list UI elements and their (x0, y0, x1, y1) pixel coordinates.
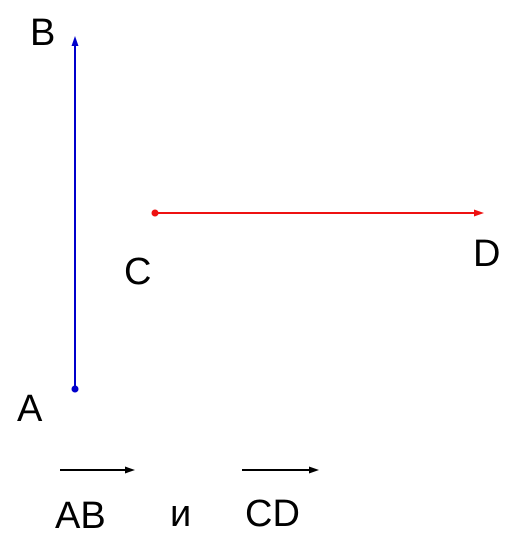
caption: AB и CD (55, 466, 319, 533)
caption-cd-label: CD (245, 493, 300, 533)
caption-vector-cd: CD (242, 466, 319, 533)
point-label-b: B (30, 12, 55, 54)
caption-cd-arrow-icon (309, 466, 319, 474)
point-label-d: D (473, 233, 500, 275)
caption-ab-arrow-icon (125, 466, 135, 474)
caption-conjunction: и (170, 493, 191, 533)
vector-ab (71, 36, 79, 393)
point-c-dot (151, 209, 159, 217)
point-label-c: C (124, 251, 151, 293)
point-label-a: A (17, 388, 43, 430)
vector-cd (151, 209, 484, 217)
caption-ab-label: AB (55, 495, 106, 533)
point-a-dot (71, 385, 79, 393)
vector-ab-arrowhead (71, 36, 79, 46)
vector-cd-arrowhead (474, 209, 484, 217)
caption-vector-ab: AB (55, 466, 135, 533)
